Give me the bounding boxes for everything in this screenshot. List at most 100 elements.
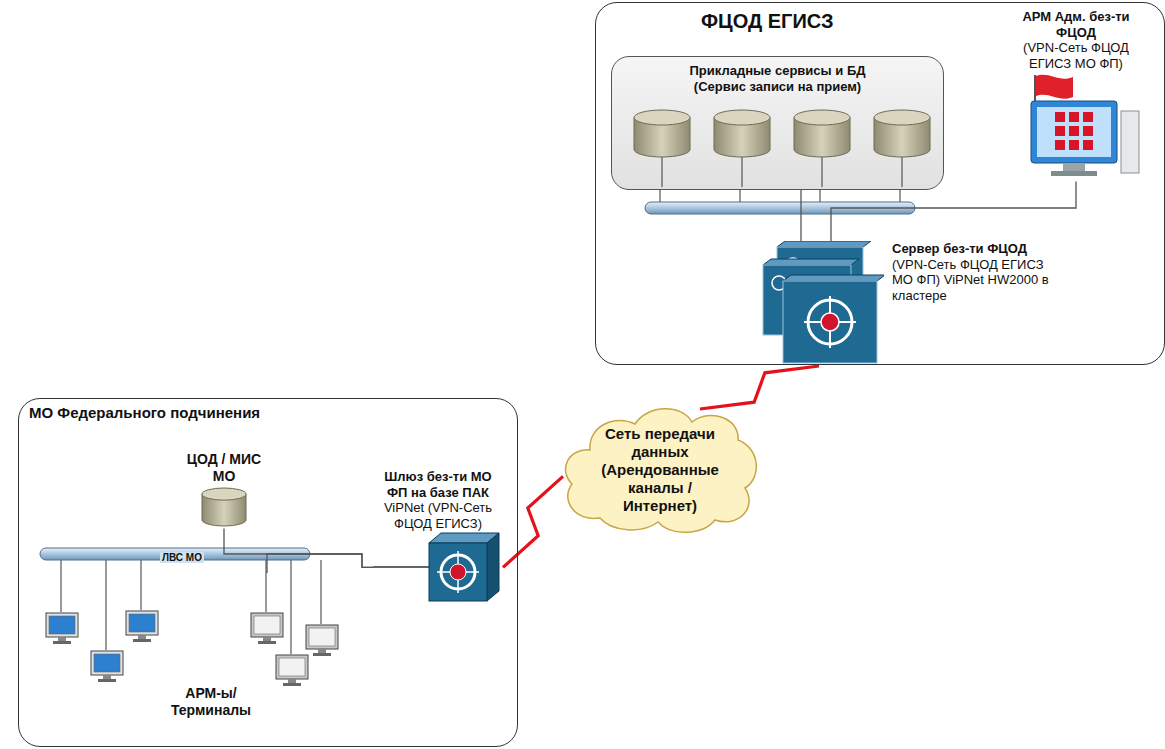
node-title: Сеть передачи данных (Арендованные канал…	[594, 425, 726, 515]
monitor-frame	[1031, 101, 1117, 163]
device-side	[487, 533, 499, 601]
screen-tile	[1083, 112, 1093, 122]
monitor-stand	[1063, 163, 1085, 171]
screen-tile	[1069, 140, 1079, 150]
node-title: МО Федерального подчинения	[19, 399, 517, 422]
graphic-part	[199, 485, 249, 529]
drop-line	[290, 560, 291, 654]
monitor-stand	[103, 675, 111, 679]
monitor-base	[133, 639, 151, 642]
security-gateway: Шлюз без-ти МО ФП на базе ПАКViPNet (VPN…	[373, 469, 503, 603]
monitor-stand	[138, 635, 146, 639]
monitor-frame	[91, 651, 123, 675]
network-link	[700, 366, 819, 409]
device-top	[783, 275, 884, 281]
data-center-region: ФЦОД ЕГИСЗПрикладные сервисы и БД (Серви…	[595, 2, 1165, 365]
monitor-frame	[126, 611, 158, 635]
node-title: АРМ-ы/ Терминалы	[161, 685, 261, 719]
monitor-base	[313, 653, 331, 656]
device-face	[783, 281, 877, 363]
node-subtitle: (VPN-Сеть ФЦОД ЕГИСЗ МО ФП)	[1001, 40, 1151, 71]
graphic-part	[749, 241, 884, 366]
monitor-frame	[276, 655, 308, 679]
bus-label: ЛВС МО	[160, 552, 204, 563]
pc-tower	[1121, 111, 1139, 173]
device-symbol	[450, 564, 466, 580]
screen-tile	[1055, 126, 1065, 136]
drop-line	[901, 155, 902, 187]
lan-line	[831, 181, 1076, 241]
security-gateway-icon	[373, 531, 503, 603]
node-title: Шлюз без-ти МО ФП на базе ПАК	[373, 469, 503, 500]
drop-line	[821, 155, 822, 187]
security-server: Сервер без-ти ФЦОД(VPN-Сеть ФЦОД ЕГИСЗ М…	[749, 241, 1054, 366]
security-server-icon	[749, 241, 884, 366]
node-title: Сервер без-ти ФЦОД	[892, 241, 1052, 257]
monitor-screen	[1037, 107, 1111, 157]
db-top	[874, 110, 930, 125]
screen-tile	[1069, 126, 1079, 136]
monitor-stand	[288, 679, 296, 683]
screen-tile	[1083, 140, 1093, 150]
graphic-part	[373, 531, 503, 603]
monitor-screen	[94, 654, 120, 672]
monitor-screen	[129, 614, 155, 632]
screen-tile	[1055, 140, 1065, 150]
drop-line	[320, 560, 321, 624]
admin-workstation: АРМ Адм. без-ти ФЦОД(VPN-Сеть ФЦОД ЕГИСЗ…	[1001, 9, 1151, 181]
device-face	[429, 543, 487, 601]
lan-stub	[373, 567, 429, 568]
device-top	[763, 259, 859, 265]
monitor-frame	[306, 625, 338, 649]
database-server: ЦОД / МИС МО	[181, 451, 267, 529]
medical-org-region: МО Федерального подчиненияЦОД / МИС МО АР…	[18, 398, 518, 747]
node-title: Прикладные сервисы и БД (Сервис записи н…	[683, 57, 873, 94]
node-title: ЦОД / МИС МО	[181, 451, 267, 485]
lan-line	[224, 529, 373, 568]
node-subtitle: (VPN-Сеть ФЦОД ЕГИСЗ МО ФП) ViPNet HW200…	[892, 257, 1052, 304]
monitor-base	[1051, 171, 1097, 176]
drop-line	[105, 560, 106, 650]
monitor-base	[98, 679, 116, 682]
monitor-stand	[318, 649, 326, 653]
drop-line	[661, 155, 662, 187]
monitor-stand	[58, 637, 66, 641]
lan-line	[267, 554, 373, 573]
db-top	[714, 110, 770, 125]
monitor-base	[53, 641, 71, 644]
monitor-base	[258, 641, 276, 644]
label-holder: ЛВС МО	[160, 547, 204, 565]
monitor-base	[283, 683, 301, 686]
pc-drop-lines	[61, 560, 321, 654]
node-subtitle: ViPNet (VPN-Сеть ФЦОД ЕГИСЗ)	[373, 500, 503, 531]
flag	[1036, 75, 1073, 99]
database-server-icon	[181, 485, 267, 529]
drop-line	[60, 560, 61, 612]
monitor-frame	[46, 613, 78, 637]
network-link	[503, 476, 563, 567]
device-top	[777, 241, 871, 247]
graphic-part	[1001, 71, 1151, 181]
monitor-screen	[309, 628, 335, 646]
network-cloud: Сеть передачи данных (Арендованные канал…	[560, 400, 760, 539]
services-group: Прикладные сервисы и БД (Сервис записи н…	[611, 56, 944, 190]
drop-line	[741, 155, 742, 187]
db-top	[202, 488, 246, 500]
monitor-screen	[254, 616, 280, 634]
text-column: Сервер без-ти ФЦОД(VPN-Сеть ФЦОД ЕГИСЗ М…	[892, 241, 1052, 303]
node-title: АРМ Адм. без-ти ФЦОД	[1001, 9, 1151, 40]
workstations-group: АРМ-ы/ Терминалы	[36, 573, 356, 737]
lan-line	[800, 190, 801, 241]
drop-line	[140, 560, 141, 610]
screen-tile	[1069, 112, 1079, 122]
device-symbol	[821, 313, 839, 331]
screen-tile	[1055, 112, 1065, 122]
screen-tile	[1083, 126, 1093, 136]
monitor-screen	[49, 616, 75, 634]
db-top	[794, 110, 850, 125]
db-top	[634, 110, 690, 125]
